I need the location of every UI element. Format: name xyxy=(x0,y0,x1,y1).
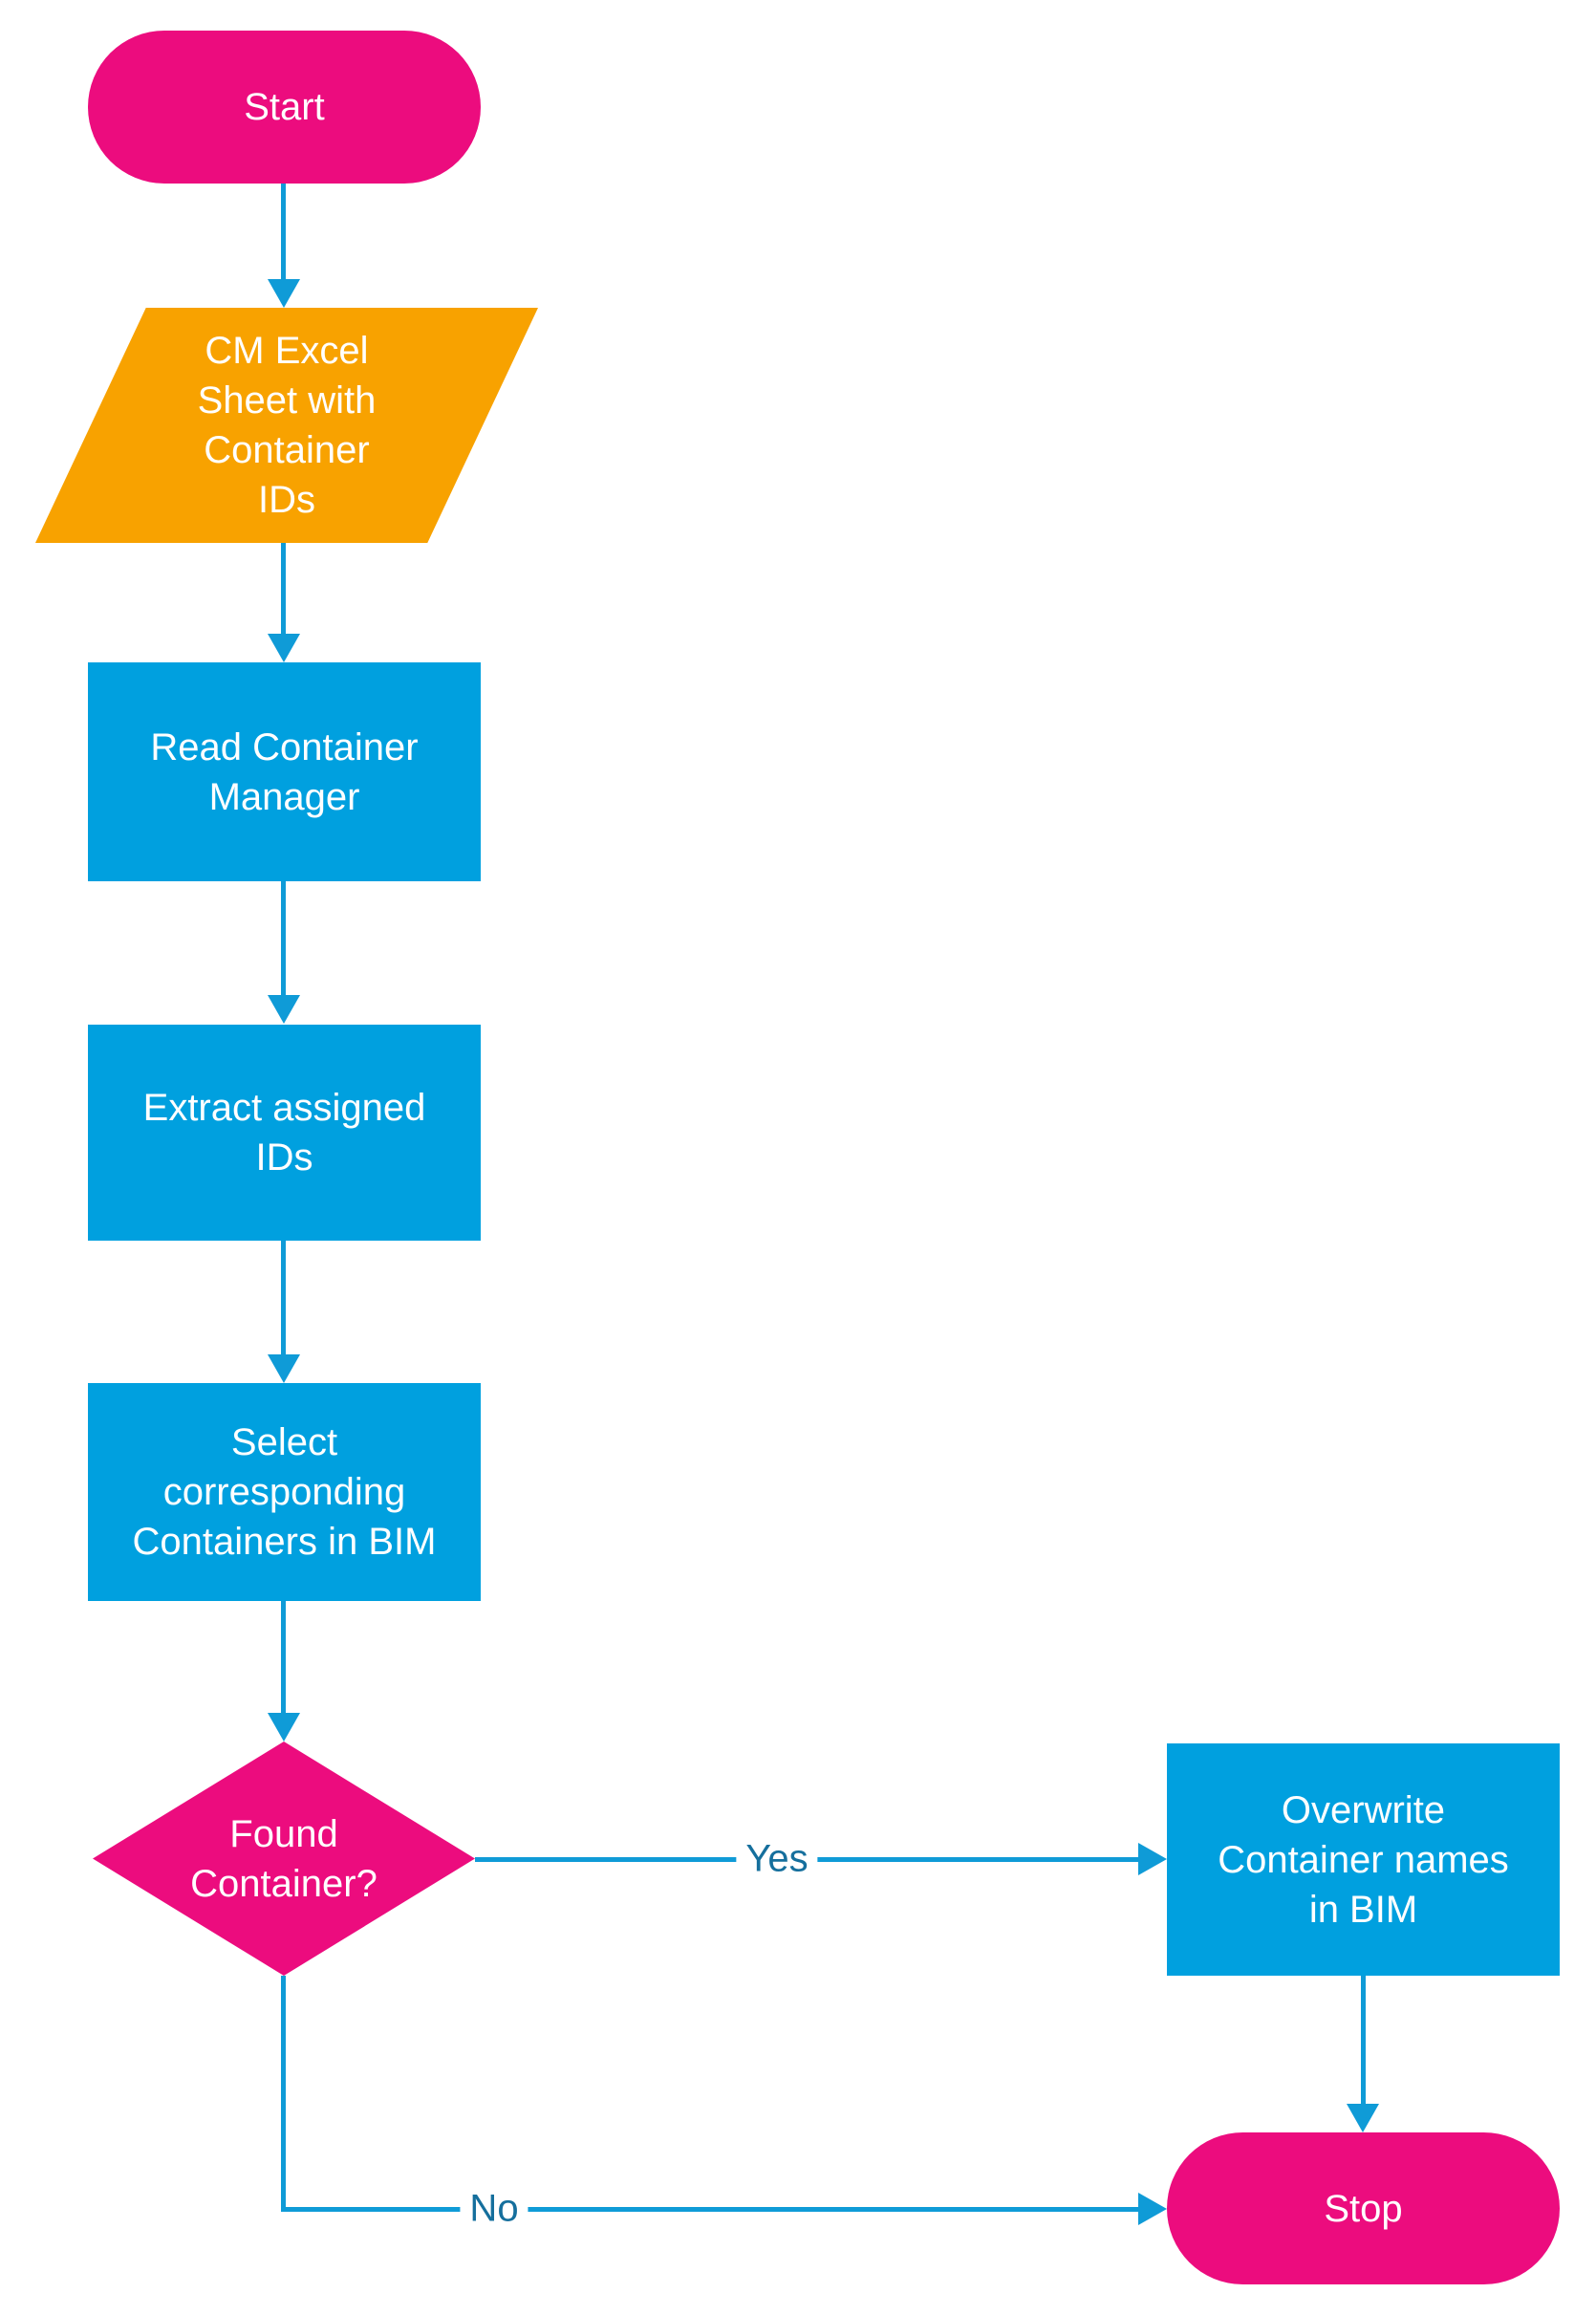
arrow-line xyxy=(281,2207,1138,2212)
node-select-containers-in-bim-label: Select corresponding Containers in BIM xyxy=(132,1421,437,1563)
arrowhead-down-icon xyxy=(268,634,300,662)
node-stop-label: Stop xyxy=(1324,2187,1403,2230)
arrowhead-right-icon xyxy=(1138,1843,1167,1875)
edge-label-yes: Yes xyxy=(736,1837,818,1881)
node-overwrite-container-names-label: Overwrite Container names in BIM xyxy=(1218,1788,1509,1931)
arrowhead-down-icon xyxy=(1347,2104,1379,2132)
arrowhead-down-icon xyxy=(268,279,300,308)
arrow-line xyxy=(281,881,286,996)
arrow-line xyxy=(281,1976,286,2212)
node-start-label: Start xyxy=(244,86,325,128)
arrow-line xyxy=(1361,1976,1366,2105)
node-start: Start xyxy=(88,31,481,184)
node-select-containers-in-bim: Select corresponding Containers in BIM xyxy=(88,1383,481,1601)
arrowhead-down-icon xyxy=(268,1354,300,1383)
node-overwrite-container-names: Overwrite Container names in BIM xyxy=(1167,1743,1560,1976)
arrow-line xyxy=(281,184,286,280)
node-cm-excel-sheet-label: CM Excel Sheet with Container IDs xyxy=(197,330,377,521)
edge-label-no: No xyxy=(460,2187,528,2231)
arrow-line xyxy=(281,543,286,635)
node-extract-assigned-ids-label: Extract assigned IDs xyxy=(142,1087,426,1179)
arrowhead-down-icon xyxy=(268,1713,300,1742)
node-stop: Stop xyxy=(1167,2132,1560,2284)
node-found-container: Found Container? xyxy=(93,1742,475,1976)
arrow-line xyxy=(281,1601,286,1714)
node-cm-excel-sheet: CM Excel Sheet with Container IDs xyxy=(35,308,538,543)
node-extract-assigned-ids: Extract assigned IDs xyxy=(88,1025,481,1241)
node-read-container-manager: Read Container Manager xyxy=(88,662,481,881)
arrow-line xyxy=(281,1241,286,1355)
node-found-container-label: Found Container? xyxy=(190,1812,377,1905)
arrowhead-down-icon xyxy=(268,995,300,1024)
arrowhead-right-icon xyxy=(1138,2193,1167,2225)
node-read-container-manager-label: Read Container Manager xyxy=(150,725,419,818)
